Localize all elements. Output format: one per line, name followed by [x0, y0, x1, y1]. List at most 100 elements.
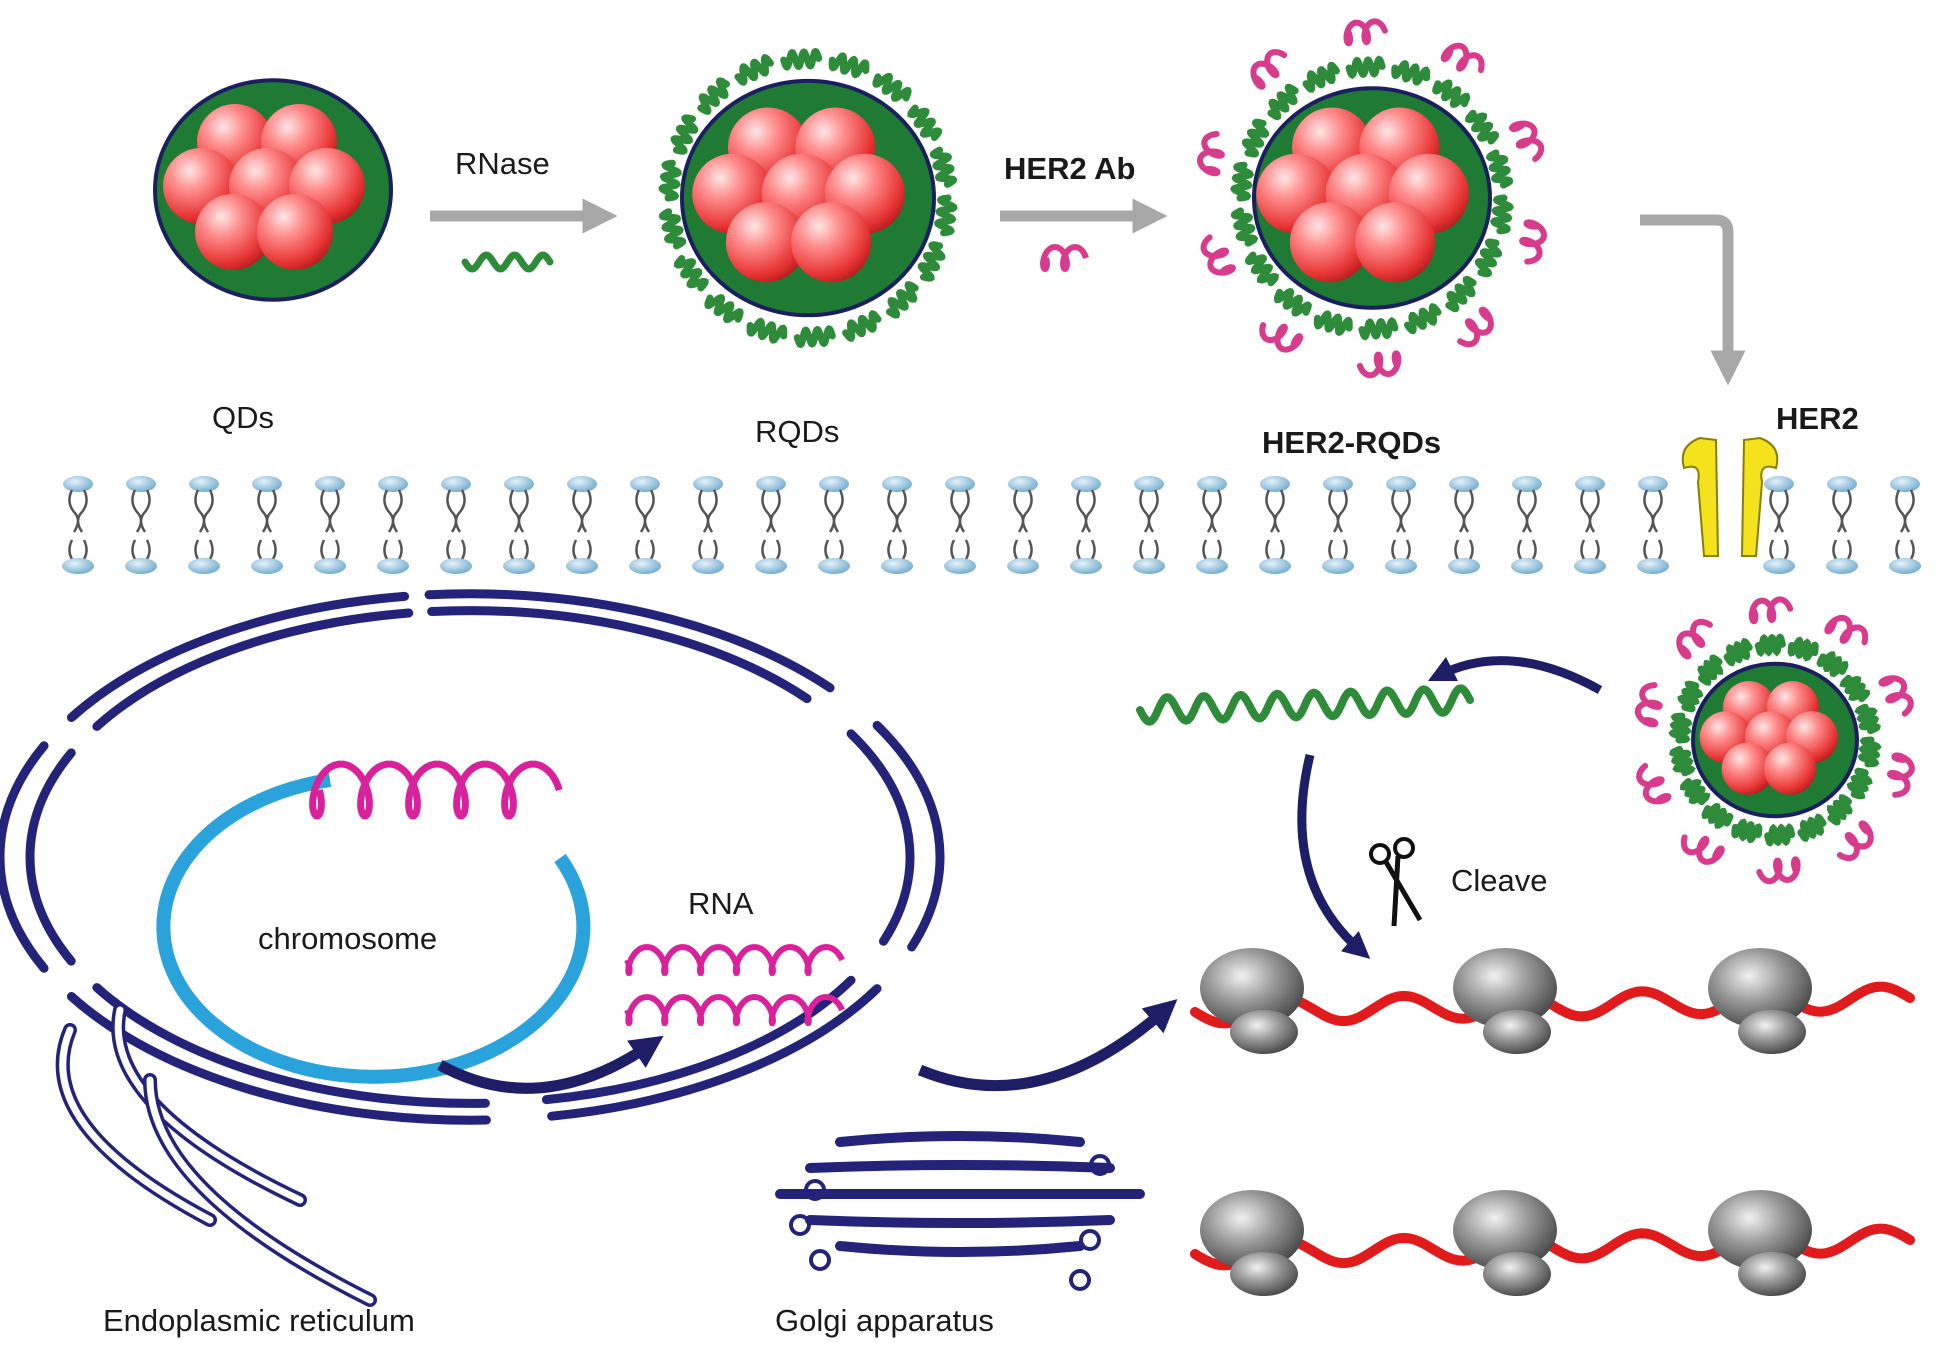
lipid-pair-icon — [503, 476, 535, 574]
nuclear-envelope-segment — [424, 589, 835, 693]
her2-antibody-icon — [1634, 682, 1663, 728]
lipid-head — [1890, 476, 1920, 492]
rnase-peptide-icon — [1489, 194, 1514, 235]
lipid-pair-icon — [629, 476, 661, 574]
qd-group — [153, 18, 1915, 885]
ribosome-large-subunit — [1453, 948, 1557, 1028]
lipid-head — [62, 558, 94, 574]
lipid-tail — [131, 489, 151, 533]
lipid-pair-icon — [566, 476, 598, 574]
lipid-head — [693, 476, 723, 492]
lipid-pair-icon — [1889, 476, 1921, 574]
ribosome-small-subunit — [1738, 1010, 1806, 1054]
rna-label: RNA — [688, 886, 754, 921]
lipid-pair-icon — [1826, 476, 1858, 574]
golgi-vesicle — [1069, 1269, 1091, 1291]
rnase-peptide-icon — [734, 53, 774, 86]
lipid-tail — [1832, 489, 1852, 533]
ribosome-small-subunit — [1230, 1252, 1298, 1296]
lipid-head — [1260, 476, 1290, 492]
lipid-head — [692, 558, 724, 574]
lipid-tail — [950, 489, 970, 533]
lipid-tail — [1643, 489, 1663, 533]
lipid-head — [1763, 558, 1795, 574]
rnase-peptide-icon — [746, 317, 788, 344]
lipid-head — [629, 558, 661, 574]
ribosome-icon — [1200, 948, 1304, 1054]
ribosome-icon — [1453, 1190, 1557, 1296]
rqds-label: RQDs — [755, 414, 840, 449]
receptor-right-half — [1740, 436, 1779, 557]
qd-core-sphere — [195, 194, 271, 270]
lipid-head — [1575, 476, 1605, 492]
lipid-head — [125, 558, 157, 574]
her2-rqd-particle-icon — [1197, 18, 1547, 379]
lipid-head — [1511, 558, 1543, 574]
lipid-head — [819, 476, 849, 492]
nuclear-envelope-segment — [66, 591, 410, 723]
her2-antibody-icon — [1756, 856, 1801, 885]
er-lumen — [114, 1006, 304, 1204]
lipid-head — [1764, 476, 1794, 492]
ribosome-large-subunit — [1708, 1190, 1812, 1270]
lipid-pair-icon — [881, 476, 913, 574]
rnase-peptide-icon — [1445, 275, 1477, 313]
nuclear-envelope-segment — [547, 984, 882, 1121]
lipid-head — [1385, 558, 1417, 574]
lipid-pair-icon — [755, 476, 787, 574]
rnase-peptide-icon — [1668, 712, 1693, 744]
rnase-peptide-icon — [1485, 149, 1514, 189]
lipid-head — [1133, 558, 1165, 574]
nuclear-envelope-segment — [92, 608, 414, 731]
lipid-head — [252, 476, 282, 492]
rnase-peptide-icon — [1697, 654, 1723, 686]
ribosome-large-subunit — [1453, 1190, 1557, 1270]
lipid-head — [1386, 476, 1416, 492]
her2-ab-label: HER2 Ab — [1004, 151, 1136, 186]
rnase-peptide-icon — [1787, 636, 1819, 662]
rnase-peptide-icon — [1302, 62, 1340, 93]
golgi-cisterna — [835, 1241, 1085, 1257]
lipid-pair-icon — [1574, 476, 1606, 574]
ribosome-small-subunit — [1483, 1252, 1551, 1296]
lipid-tail — [383, 489, 403, 533]
lipid-head — [566, 558, 598, 574]
qd-core-sphere — [1721, 742, 1774, 795]
lipid-pair-icon — [944, 476, 976, 574]
rnase-peptide-icon — [1846, 767, 1873, 800]
er-lumen — [59, 1026, 214, 1224]
her2-antibody-icon — [1680, 834, 1725, 865]
lipid-head — [188, 558, 220, 574]
rnase-peptide-icon — [934, 194, 958, 237]
lipid-head — [1196, 558, 1228, 574]
qd-core-sphere — [1355, 202, 1436, 283]
lipid-pair-icon — [692, 476, 724, 574]
arrow-bend-down — [1640, 214, 1746, 386]
rna-helix-icon — [624, 944, 845, 976]
lipid-head — [944, 558, 976, 574]
her2-antibody-icon — [1676, 618, 1713, 660]
qds-label: QDs — [212, 400, 274, 435]
lipid-head — [1638, 476, 1668, 492]
lipid-pair-icon — [1385, 476, 1417, 574]
qd-core-sphere — [791, 202, 872, 283]
rnase-peptide-icon — [907, 104, 943, 141]
rnase-peptide-icon — [704, 294, 744, 324]
qd-core-sphere — [1764, 742, 1817, 795]
lipid-tail — [1013, 489, 1033, 533]
rnase-peptide-icon — [1754, 633, 1786, 658]
her2-antibody-icon — [1197, 130, 1225, 177]
her2-antibody-icon — [1748, 596, 1794, 625]
rnase-peptide-icon — [1273, 287, 1312, 317]
lipid-pair-icon — [1259, 476, 1291, 574]
rnase-peptide-icon — [1669, 745, 1696, 777]
endoplasmic-reticulum-label: Endoplasmic reticulum — [103, 1303, 415, 1338]
lipid-tail — [446, 489, 466, 533]
lipid-head — [1071, 476, 1101, 492]
rnase-peptide-icon — [872, 72, 912, 102]
rnase-peptide-icon — [697, 77, 730, 115]
chromosome-helix-icon — [309, 760, 563, 820]
her2-receptor-icon — [1681, 436, 1779, 557]
her2-antibody-icon — [1259, 322, 1304, 353]
